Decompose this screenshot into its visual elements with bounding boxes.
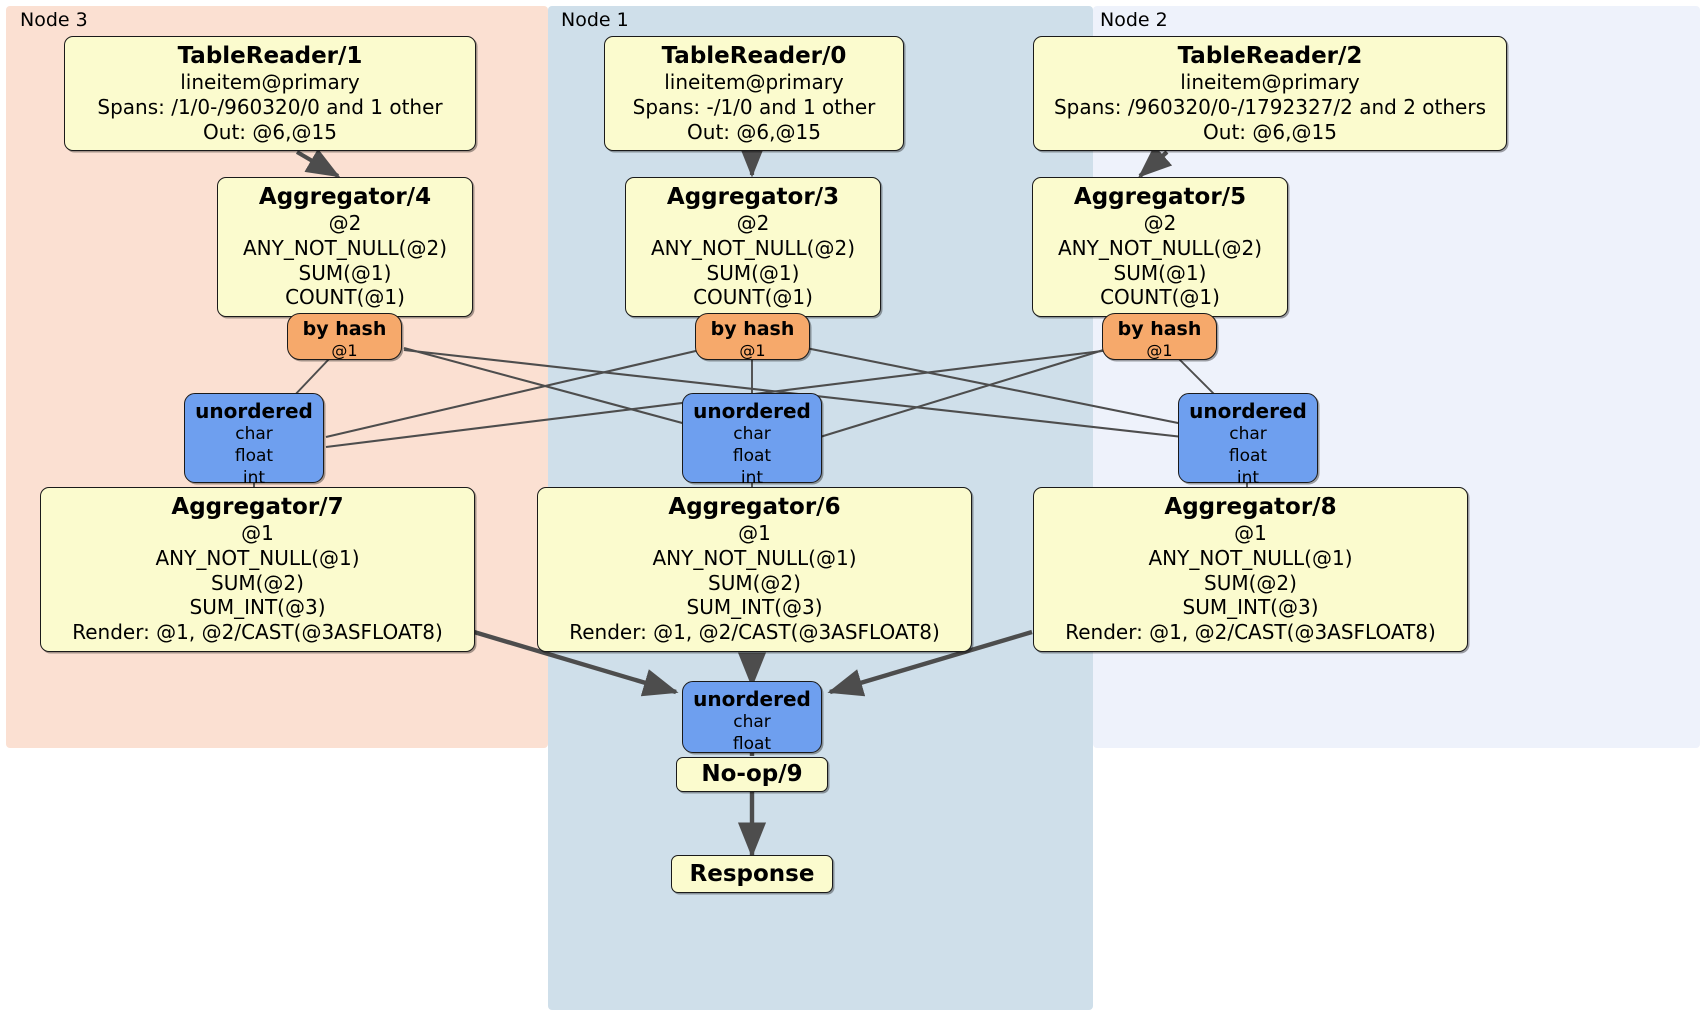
synchronizer-unordered-node3[interactable]: unordered char float int — [184, 393, 324, 488]
processor-detail: Spans: /1/0-/960320/0 and 1 other — [97, 94, 443, 119]
node-panel-label-node3: Node 3 — [20, 9, 88, 31]
processor-detail: Render: @1, @2/CAST(@3ASFLOAT8) — [1065, 620, 1436, 645]
processor-title: TableReader/2 — [1177, 43, 1363, 69]
router-detail: @1 — [1146, 340, 1173, 360]
processor-title: TableReader/0 — [661, 43, 847, 69]
synchronizer-type: float — [732, 733, 772, 754]
processor-detail: ANY_NOT_NULL(@2) — [651, 235, 855, 260]
processor-title: Aggregator/7 — [171, 494, 344, 520]
synchronizer-type: char — [1229, 424, 1267, 445]
synchronizer-type: int — [740, 467, 764, 488]
processor-aggregator-7[interactable]: Aggregator/7 @1 ANY_NOT_NULL(@1) SUM(@2)… — [40, 487, 475, 653]
processor-aggregator-3[interactable]: Aggregator/3 @2 ANY_NOT_NULL(@2) SUM(@1)… — [625, 177, 881, 318]
router-title: by hash — [302, 318, 387, 340]
processor-detail: COUNT(@1) — [693, 285, 813, 310]
processor-detail: lineitem@primary — [180, 70, 360, 95]
synchronizer-type: float — [1228, 445, 1268, 466]
processor-title: Aggregator/4 — [258, 184, 432, 210]
processor-aggregator-6[interactable]: Aggregator/6 @1 ANY_NOT_NULL(@1) SUM(@2)… — [537, 487, 972, 653]
processor-noop-9[interactable]: No-op/9 — [676, 757, 828, 792]
processor-detail: @1 — [738, 521, 771, 546]
processor-tablereader-1[interactable]: TableReader/1 lineitem@primary Spans: /1… — [64, 36, 476, 152]
processor-tablereader-2[interactable]: TableReader/2 lineitem@primary Spans: /9… — [1033, 36, 1507, 152]
processor-detail: Out: @6,@15 — [687, 119, 821, 144]
synchronizer-title: unordered — [693, 687, 811, 711]
node-panel-label-node1: Node 1 — [561, 9, 629, 31]
processor-detail: COUNT(@1) — [285, 285, 405, 310]
response-node[interactable]: Response — [671, 855, 833, 893]
router-by-hash-node3[interactable]: by hash @1 — [287, 313, 402, 360]
processor-detail: Render: @1, @2/CAST(@3ASFLOAT8) — [72, 620, 443, 645]
synchronizer-type: int — [242, 467, 266, 488]
processor-detail: @1 — [241, 521, 274, 546]
processor-detail: SUM_INT(@3) — [686, 595, 823, 620]
synchronizer-title: unordered — [1189, 399, 1307, 423]
edge-routerR-syncR — [1177, 357, 1219, 399]
processor-title: Aggregator/3 — [666, 184, 840, 210]
router-title: by hash — [1117, 318, 1202, 340]
synchronizer-unordered-node1[interactable]: unordered char float int — [682, 393, 822, 488]
processor-detail: ANY_NOT_NULL(@1) — [155, 545, 360, 570]
synchronizer-type: char — [733, 424, 771, 445]
processor-detail: COUNT(@1) — [1100, 285, 1220, 310]
response-title: Response — [689, 860, 815, 887]
node-panel-label-node2: Node 2 — [1100, 9, 1168, 31]
processor-title: Aggregator/8 — [1164, 494, 1337, 520]
edge-routerR-syncC — [819, 346, 1111, 439]
processor-detail: SUM(@1) — [298, 260, 392, 285]
edge-agg8-syncfinal — [827, 629, 1033, 697]
processor-detail: Out: @6,@15 — [1203, 119, 1337, 144]
synchronizer-unordered-node2[interactable]: unordered char float int — [1178, 393, 1318, 488]
processor-detail: ANY_NOT_NULL(@2) — [1058, 235, 1262, 260]
router-by-hash-node2[interactable]: by hash @1 — [1102, 313, 1217, 360]
edge-routerC-syncR — [805, 346, 1184, 426]
edge-routerL-syncL — [291, 357, 331, 399]
processor-title: TableReader/1 — [177, 43, 363, 69]
processor-title: No-op/9 — [701, 761, 803, 787]
synchronizer-type: float — [732, 445, 772, 466]
router-detail: @1 — [331, 340, 358, 360]
edge-agg7-syncfinal — [473, 629, 679, 697]
edge-tr1-agg4 — [295, 148, 341, 178]
synchronizer-type: int — [1236, 467, 1260, 488]
processor-detail: lineitem@primary — [664, 70, 844, 95]
processor-detail: lineitem@primary — [1180, 70, 1360, 95]
processor-detail: SUM(@2) — [708, 570, 801, 595]
synchronizer-title: unordered — [195, 399, 313, 423]
processor-title: Aggregator/6 — [668, 494, 841, 520]
router-by-hash-node1[interactable]: by hash @1 — [695, 313, 810, 360]
synchronizer-type: float — [234, 445, 274, 466]
processor-detail: @2 — [328, 211, 362, 236]
synchronizer-type: char — [235, 424, 273, 445]
processor-detail: SUM(@1) — [706, 260, 800, 285]
router-title: by hash — [710, 318, 795, 340]
processor-aggregator-8[interactable]: Aggregator/8 @1 ANY_NOT_NULL(@1) SUM(@2)… — [1033, 487, 1468, 653]
edge-routerC-syncL — [325, 348, 701, 439]
processor-detail: SUM(@1) — [1113, 260, 1207, 285]
processor-detail: SUM(@2) — [211, 570, 304, 595]
synchronizer-type: char — [733, 712, 771, 733]
processor-detail: SUM_INT(@3) — [189, 595, 326, 620]
processor-detail: @2 — [736, 211, 770, 236]
processor-detail: @2 — [1143, 211, 1177, 236]
processor-detail: ANY_NOT_NULL(@1) — [1148, 545, 1353, 570]
processor-detail: SUM_INT(@3) — [1182, 595, 1319, 620]
synchronizer-unordered-final[interactable]: unordered char float — [682, 681, 822, 754]
synchronizer-title: unordered — [693, 399, 811, 423]
router-detail: @1 — [739, 340, 766, 360]
processor-detail: ANY_NOT_NULL(@1) — [652, 545, 857, 570]
processor-detail: Spans: /960320/0-/1792327/2 and 2 others — [1053, 94, 1486, 119]
processor-tablereader-0[interactable]: TableReader/0 lineitem@primary Spans: -/… — [604, 36, 904, 152]
processor-detail: Render: @1, @2/CAST(@3ASFLOAT8) — [569, 620, 940, 645]
processor-aggregator-5[interactable]: Aggregator/5 @2 ANY_NOT_NULL(@2) SUM(@1)… — [1032, 177, 1288, 318]
processor-title: Aggregator/5 — [1073, 184, 1247, 210]
processor-detail: SUM(@2) — [1204, 570, 1297, 595]
processor-aggregator-4[interactable]: Aggregator/4 @2 ANY_NOT_NULL(@2) SUM(@1)… — [217, 177, 473, 318]
processor-detail: ANY_NOT_NULL(@2) — [243, 235, 447, 260]
processor-detail: Spans: -/1/0 and 1 other — [632, 94, 876, 119]
edge-tr2-agg5 — [1138, 145, 1173, 178]
processor-detail: Out: @6,@15 — [203, 119, 337, 144]
processor-detail: @1 — [1234, 521, 1267, 546]
